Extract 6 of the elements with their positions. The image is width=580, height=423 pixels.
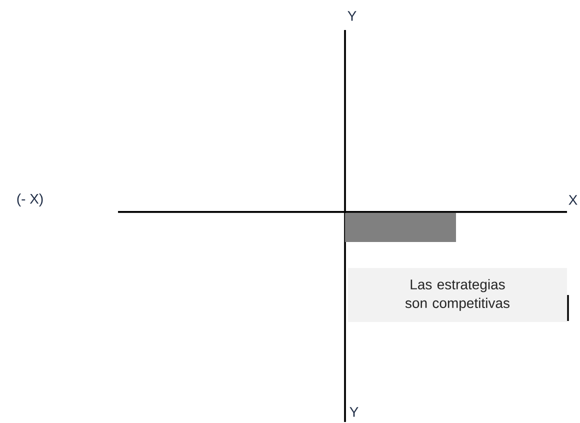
axis-label: (- X): [17, 193, 43, 207]
axis-label: X: [568, 195, 578, 205]
axis-label: Y: [350, 407, 358, 417]
axis-label: Y: [348, 11, 356, 21]
text-box: Las estrategias son competitivas: [348, 268, 567, 322]
shaded-bar: [345, 213, 456, 242]
